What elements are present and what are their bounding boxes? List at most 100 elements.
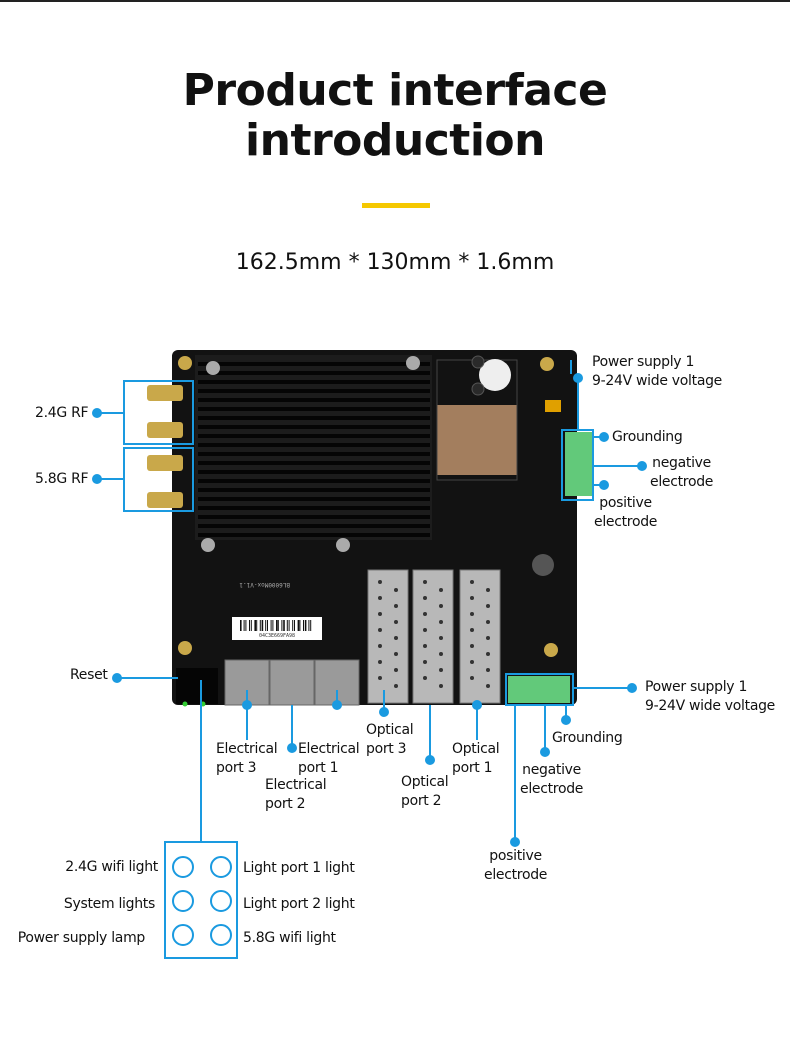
barcode-bar: [308, 620, 310, 631]
callout-lines: [97, 360, 640, 959]
sfp-vent-hole: [439, 620, 443, 624]
barcode-bar: [292, 620, 294, 631]
sfp-vent-hole: [378, 612, 382, 616]
barcode-bar: [240, 620, 242, 631]
barcode-bar: [288, 620, 290, 631]
barcode-bar: [304, 620, 307, 631]
sfp-vent-hole: [439, 604, 443, 608]
label-24g-rf: 2.4G RF: [35, 405, 89, 421]
barcode-bar: [297, 620, 300, 631]
sfp-vent-hole: [470, 596, 474, 600]
label-led-system: System lights: [63, 896, 155, 912]
barcode-bar: [303, 620, 304, 631]
sfp-vent-hole: [423, 628, 427, 632]
sfp-vent-hole: [423, 596, 427, 600]
heatsink-fin: [198, 389, 430, 393]
circuit-board: 04C3E669FA98 BL6000Mox-V1.1: [147, 350, 592, 707]
barcode-bar: [272, 620, 274, 631]
barcode-bar: [254, 620, 256, 631]
sfp-vent-hole: [439, 684, 443, 688]
sfp-vent-hole: [423, 676, 427, 680]
barcode-bar: [286, 620, 288, 631]
accent-bar: [362, 203, 430, 208]
led-power: [172, 924, 194, 946]
heatsink-fin: [198, 434, 430, 438]
sfp-vent-hole: [470, 676, 474, 680]
sfp-vent-hole: [439, 668, 443, 672]
sfp-vent-hole: [378, 596, 382, 600]
sfp-vent-hole: [423, 580, 427, 584]
sfp-vent-hole: [486, 652, 490, 656]
barcode-bar: [256, 620, 258, 631]
sfp-vent-hole: [378, 676, 382, 680]
heatsink-fin: [198, 524, 430, 528]
barcode-bar: [265, 620, 267, 631]
label-58g-rf: 5.8G RF: [35, 471, 89, 487]
sfp-cages: [367, 569, 501, 704]
barcode-text: 04C3E669FA98: [259, 633, 295, 639]
heatsink-fin: [198, 398, 430, 402]
wifi-module: [437, 405, 517, 475]
sfp-vent-hole: [439, 588, 443, 592]
sfp-vent-hole: [486, 684, 490, 688]
label-reset: Reset: [70, 667, 108, 683]
sfp-vent-hole: [486, 620, 490, 624]
heatsink-fin: [198, 479, 430, 483]
sfp-vent-hole: [470, 612, 474, 616]
heatsink-fin: [198, 515, 430, 519]
label-led-58g-wifi: 5.8G wifi light: [243, 930, 336, 946]
sfp-vent-hole: [486, 604, 490, 608]
led-24g-wifi: [172, 856, 194, 878]
sfp-vent-hole: [394, 668, 398, 672]
led-58g-wifi: [210, 924, 232, 946]
board-silk-label: BL6000Mox-V1.1: [239, 581, 290, 588]
sfp-vent-hole: [394, 588, 398, 592]
barcode-bar: [261, 620, 264, 631]
barcode-bar: [250, 620, 252, 631]
barcode-bar: [310, 620, 312, 631]
sfp-vent-hole: [394, 636, 398, 640]
sfp-vent-hole: [394, 684, 398, 688]
top-power-terminal: [565, 432, 592, 496]
barcode-bar: [270, 620, 272, 631]
sfp-vent-hole: [394, 620, 398, 624]
sfp-vent-hole: [470, 644, 474, 648]
sfp-vent-hole: [378, 644, 382, 648]
led-light-port-1: [210, 856, 232, 878]
heatsink-fin: [198, 470, 430, 474]
sfp-vent-hole: [470, 580, 474, 584]
label-top-grounding: Grounding: [612, 429, 683, 445]
barcode-bar: [281, 620, 283, 631]
led-light-port-2: [210, 890, 232, 912]
heatsink-fin: [198, 452, 430, 456]
sfp-vent-hole: [394, 604, 398, 608]
barcode-bar: [267, 620, 268, 631]
barcode-bar: [243, 620, 245, 631]
sfp-vent-hole: [486, 668, 490, 672]
barcode-bar: [299, 620, 301, 631]
heatsink-fins: [198, 362, 430, 537]
sfp-vent-hole: [486, 636, 490, 640]
led-indicators: [172, 856, 232, 946]
sfp-vent-hole: [378, 628, 382, 632]
heatsink-fin: [198, 506, 430, 510]
heatsink-fin: [198, 380, 430, 384]
bottom-power-terminal: [508, 676, 570, 703]
label-led-power: Power supply lamp: [17, 930, 146, 946]
heatsink-fin: [198, 416, 430, 420]
sfp-vent-hole: [423, 612, 427, 616]
board-dimensions: 162.5mm * 130mm * 1.6mm: [235, 250, 555, 275]
sfp-vent-hole: [486, 588, 490, 592]
